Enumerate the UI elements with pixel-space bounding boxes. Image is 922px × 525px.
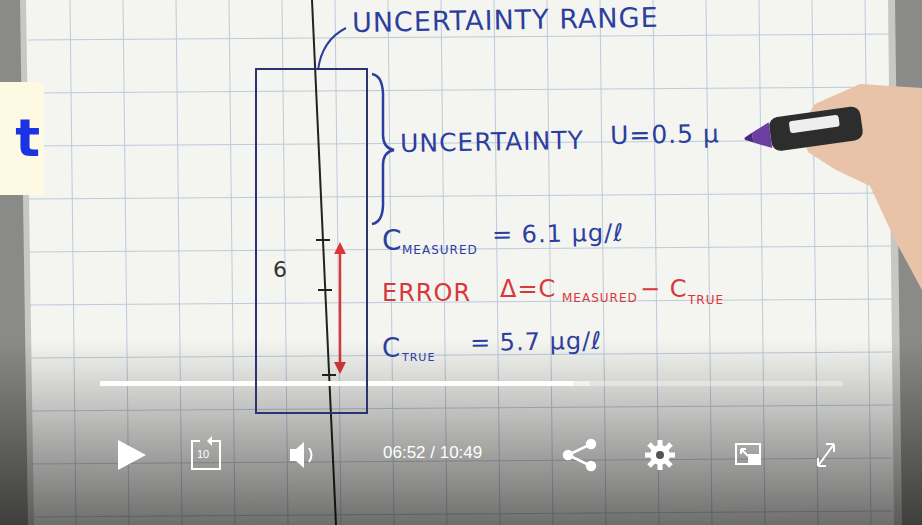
measured-value: = 6.1 µg/ℓ	[492, 220, 624, 249]
subscript: MEASURED	[562, 292, 638, 305]
uncertainty-range-box: 6	[255, 68, 368, 414]
subscript: MEASURED	[402, 244, 478, 257]
volume-icon	[290, 442, 304, 468]
subscript: TRUE	[688, 294, 724, 307]
slide-title-box: t	[0, 82, 44, 195]
uncertainty-label: UNCERTAINTY	[400, 127, 584, 158]
symbol-c: C	[382, 334, 401, 363]
controls-shade	[0, 340, 922, 525]
true-value: = 5.7 µg/ℓ	[470, 328, 602, 357]
time-display: 06:52 / 10:49	[383, 444, 482, 463]
share-icon	[564, 440, 595, 470]
range-heading: UNCERTAINTY RANGE	[352, 3, 659, 38]
fullscreen-icon	[818, 444, 834, 466]
axis-value: 6	[273, 258, 366, 282]
play-icon	[118, 440, 146, 470]
curly-bracket	[372, 74, 394, 224]
uncertainty-value: U=0.5 µ	[610, 120, 720, 149]
rewind-seconds: 10	[197, 448, 209, 460]
pip-icon	[736, 444, 760, 464]
progress-track	[100, 381, 843, 386]
leader-line	[318, 28, 346, 70]
subscript: TRUE	[402, 352, 435, 364]
error-formula: − C	[640, 276, 688, 302]
rewind-icon	[192, 441, 220, 469]
slide-title-text: t	[0, 110, 44, 167]
error-formula: Δ=C	[500, 276, 556, 302]
marker-pen	[742, 106, 864, 156]
progress-played	[100, 381, 573, 386]
progress-buffer	[100, 381, 590, 386]
symbol-c: C	[382, 226, 403, 257]
error-label: ERROR	[382, 280, 471, 306]
settings-icon	[645, 440, 675, 470]
rewind-arrow	[207, 436, 212, 446]
volume-wave	[309, 448, 312, 462]
